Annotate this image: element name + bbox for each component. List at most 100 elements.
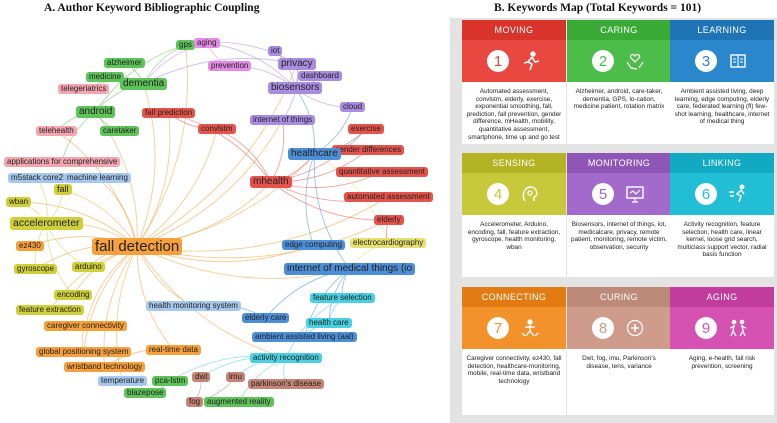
keyword-node: elderly <box>374 215 404 225</box>
network-edge <box>18 201 138 247</box>
keyword-node: prevention <box>208 61 252 71</box>
keyword-node: electrocardiography <box>350 238 427 248</box>
network-edge <box>314 153 389 244</box>
keyword-node: internet of medical things (io <box>284 263 416 275</box>
network-edge <box>136 128 218 247</box>
network-edge <box>61 111 96 163</box>
category-band: 8 <box>567 307 671 349</box>
network-edge <box>305 153 315 246</box>
keyword-node: m5stack core2 <box>8 173 67 183</box>
keyword-node: alzheimer <box>104 58 145 68</box>
category-title: AGING <box>670 287 774 307</box>
keyword-node: elderly care <box>242 313 290 323</box>
category-keywords: Accelerometer, Arduino, encoding, fall, … <box>467 221 561 251</box>
category-title: LINKING <box>670 153 774 173</box>
network-edge <box>285 297 343 359</box>
category-title: SENSING <box>462 153 566 173</box>
category-title: CARING <box>567 20 671 40</box>
keyword-node: caretaker <box>100 126 140 136</box>
network-edge <box>136 119 283 247</box>
keyword-node: dementia <box>120 78 168 90</box>
category-band: 2 <box>567 40 671 82</box>
category-keywords: Caregiver connectivity, ez430, fall dete… <box>466 355 562 385</box>
keyword-node: fall prediction <box>142 108 196 118</box>
category-number: 5 <box>592 183 614 205</box>
keyword-node: fog <box>186 397 204 407</box>
keyword-node: iot <box>268 46 283 56</box>
keyword-node: convlstm <box>198 124 236 134</box>
aging-people-icon <box>729 319 747 337</box>
curing-hand-icon <box>626 319 644 337</box>
category-number: 6 <box>695 183 717 205</box>
category-title: CURING <box>567 287 671 307</box>
category-band: 6 <box>670 173 774 215</box>
category-band: 4 <box>462 173 566 215</box>
panel-a-title: A. Author Keyword Bibliographic Coupling <box>44 2 260 14</box>
keyword-node: mhealth <box>250 176 292 188</box>
keyword-node: ez430 <box>16 241 44 251</box>
keyword-node: medicine <box>86 72 125 82</box>
keyword-node: caregiver connectivity <box>44 321 127 331</box>
keyword-node: automated assessment <box>344 192 433 202</box>
keyword-node: wban <box>6 197 32 207</box>
keyword-node: internet of things <box>250 115 316 125</box>
keyword-node: telegeriatrics <box>58 84 110 94</box>
keyword-node: parkinson's disease <box>248 379 325 389</box>
keyword-node: telehealth <box>36 126 77 136</box>
keyword-node: machine learning <box>64 173 131 183</box>
keyword-node: healthcare <box>288 148 341 160</box>
network-edge <box>136 246 287 359</box>
keyword-node: gps <box>176 40 195 50</box>
keyword-node: android <box>76 106 116 118</box>
category-band: 3 <box>670 40 774 82</box>
panel-b-title: B. Keywords Map (Total Keywords = 101) <box>494 2 702 14</box>
category-keywords: Ambient assisted living, deep learning, … <box>674 88 770 126</box>
category-keywords: Alzheimer, android, care-taker, dementia… <box>573 88 665 111</box>
monitoring-screen-icon <box>626 186 644 203</box>
keyword-node: blazepose <box>124 388 167 398</box>
keyword-node: gyroscope <box>14 264 57 274</box>
category-title: MOVING <box>462 20 566 40</box>
network-edge <box>136 44 188 247</box>
category-band: 5 <box>567 173 671 215</box>
keyword-node: feature extraction <box>16 305 84 315</box>
network-edge <box>313 153 350 270</box>
keyword-node: quantitative assessment <box>336 167 428 177</box>
network-edge <box>136 246 174 351</box>
keyword-node: encoding <box>54 290 93 300</box>
keyword-node: feature selection <box>310 293 375 303</box>
keyword-node: health care <box>306 318 352 328</box>
network-edge <box>136 83 156 247</box>
category-keywords: Biosensors, internet of things, iot, med… <box>571 221 667 251</box>
network-edge <box>136 153 315 247</box>
network-edge <box>136 181 272 247</box>
keyword-node: cloud <box>340 102 366 112</box>
keyword-node: pca-lstm <box>152 376 189 386</box>
network-edge <box>97 177 138 247</box>
caring-hands-icon <box>626 53 644 70</box>
category-title: CONNECTING <box>462 287 566 307</box>
keyword-node: fall detection <box>92 238 183 255</box>
category-keywords: Aging, e-health, fall risk prevention, s… <box>688 355 756 370</box>
category-title: MONITORING <box>567 153 671 173</box>
keyword-node: imu <box>226 372 245 382</box>
category-number: 9 <box>695 317 717 339</box>
category-number: 1 <box>487 50 509 72</box>
category-title: LEARNING <box>670 20 774 40</box>
keyword-node: augmented reality <box>204 397 274 407</box>
keyword-node: dwt <box>192 372 211 382</box>
keyword-node: privacy <box>278 58 316 70</box>
keyword-node: aging <box>194 38 220 48</box>
keyword-node: wristband technology <box>64 362 146 372</box>
keyword-node: edge computing <box>282 240 345 250</box>
keyword-node: biosensors <box>268 82 323 94</box>
keyword-node: gender differences <box>332 145 405 155</box>
keyword-node: global positioning system <box>36 347 132 357</box>
